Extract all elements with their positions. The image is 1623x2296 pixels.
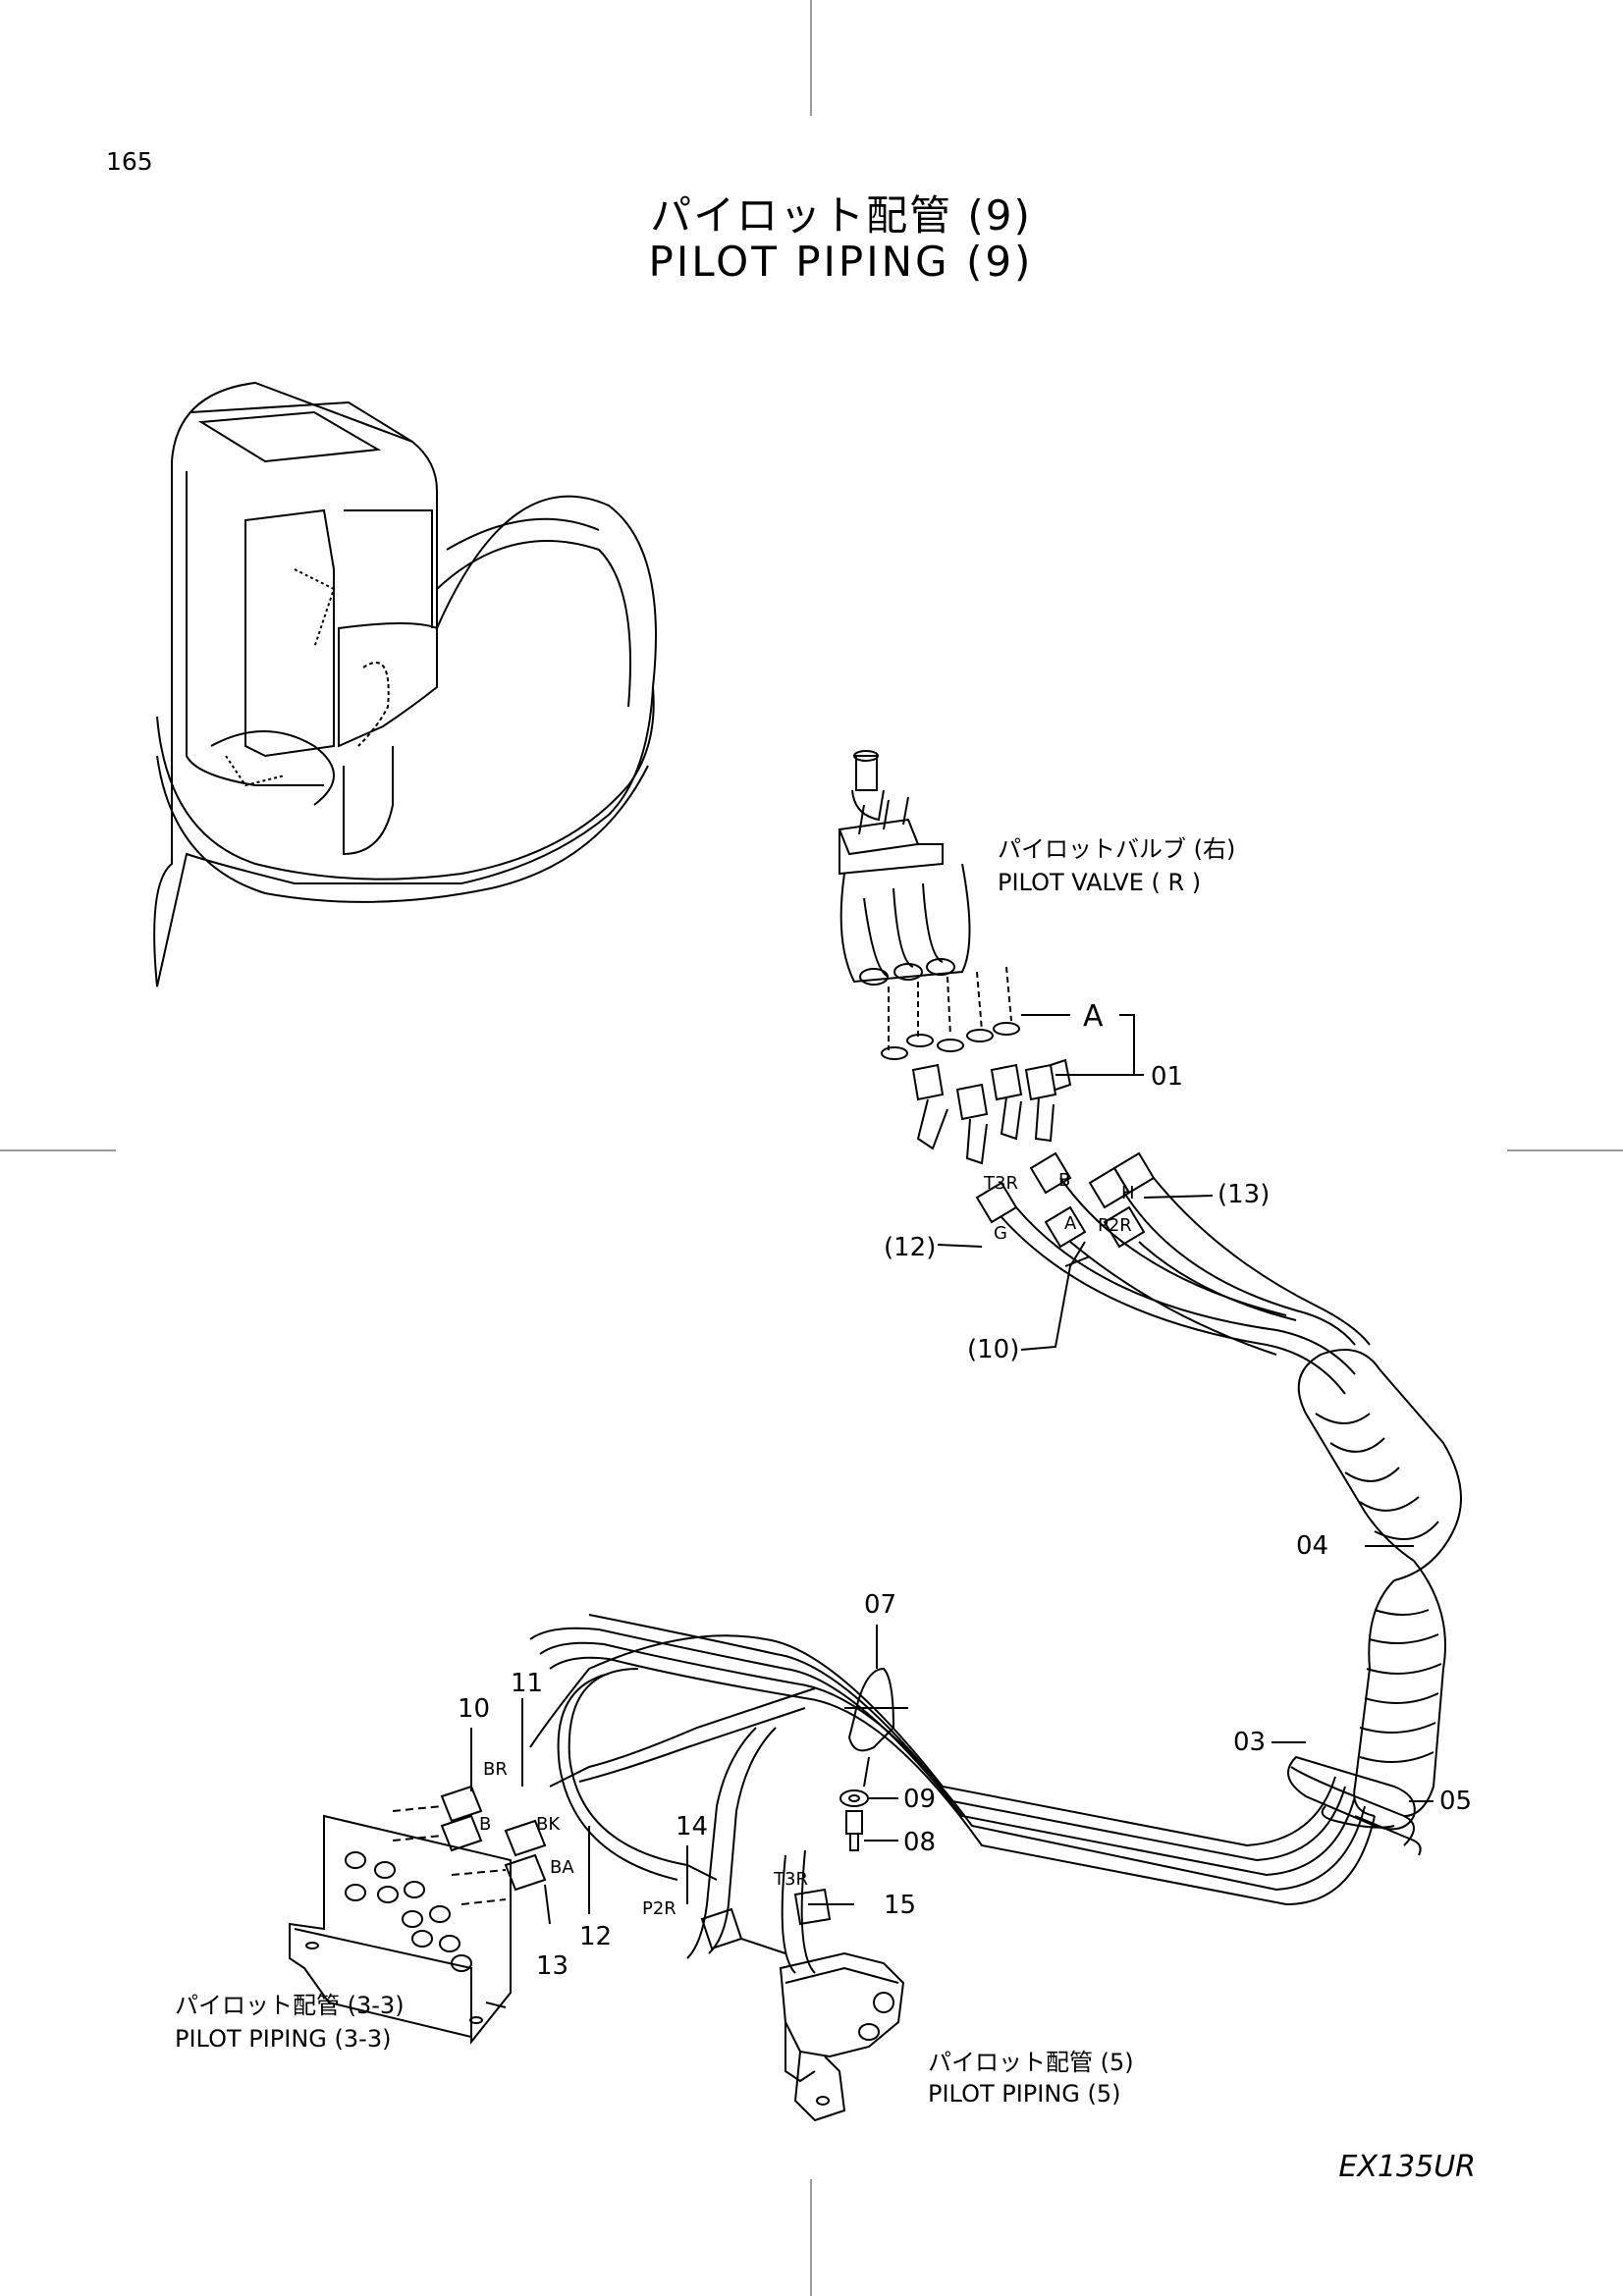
callout-10: 10 <box>458 1694 491 1724</box>
callout-05: 05 <box>1439 1787 1473 1816</box>
bracket-a-01 <box>1060 1014 1144 1076</box>
port-mark-bk: BK <box>536 1814 561 1835</box>
port-mark-br: BR <box>483 1759 508 1780</box>
pilot-valve-label-en: PILOT VALVE ( R ) <box>998 869 1202 896</box>
port-mark-t3r-lower: T3R <box>774 1869 808 1890</box>
hose-ends-upper <box>975 1151 1156 1249</box>
pilot-piping-33-label-en: PILOT PIPING (3-3) <box>175 2025 392 2053</box>
pilot-piping-5-label-jp: パイロット配管 (5) <box>928 2049 1134 2076</box>
callout-a: A <box>1083 999 1104 1034</box>
pilot-valve <box>838 750 971 986</box>
callout-13-paren: (13) <box>1217 1180 1271 1209</box>
mounting-plate <box>289 1814 512 2045</box>
page-title-jp: パイロット配管 (9) <box>650 191 1032 240</box>
port-mark-p2r-lower: P2R <box>642 1898 676 1919</box>
hose-ends-lower <box>392 1785 547 1905</box>
callout-11: 11 <box>511 1669 544 1698</box>
port-mark-h: H <box>1121 1183 1135 1203</box>
port-mark-ba: BA <box>550 1857 574 1878</box>
callout-07: 07 <box>864 1590 897 1620</box>
machine-overview <box>153 381 657 988</box>
pilot-valve-label-jp: パイロットバルブ (右) <box>998 835 1236 863</box>
callout-10-paren: (10) <box>967 1335 1020 1364</box>
callout-01: 01 <box>1151 1062 1184 1092</box>
callout-13: 13 <box>536 1951 569 1981</box>
port-mark-b: B <box>1058 1170 1071 1191</box>
callout-15: 15 <box>884 1891 917 1920</box>
page-title-en: PILOT PIPING (9) <box>648 238 1034 286</box>
callout-12-paren: (12) <box>884 1233 937 1262</box>
port-mark-p2r: P2R <box>1098 1215 1132 1236</box>
lower-valve <box>700 1888 905 2122</box>
pilot-piping-33-label-jp: パイロット配管 (3-3) <box>175 1992 405 2019</box>
port-mark-t3r: T3R <box>984 1173 1018 1194</box>
band-05 <box>1287 1755 1416 1831</box>
bolt-08 <box>845 1810 863 1851</box>
port-mark-a: A <box>1064 1213 1077 1234</box>
pilot-piping-5-label-en: PILOT PIPING (5) <box>928 2080 1121 2108</box>
callout-14: 14 <box>676 1812 709 1842</box>
valve-fittings <box>881 966 1134 1165</box>
washer-09 <box>839 1789 869 1807</box>
callout-12: 12 <box>579 1922 613 1951</box>
port-mark-g: G <box>994 1223 1007 1244</box>
port-mark-b2: B <box>479 1814 492 1835</box>
model-number: EX135UR <box>1338 2150 1476 2184</box>
callout-03: 03 <box>1233 1728 1267 1757</box>
callout-09: 09 <box>903 1785 937 1814</box>
callout-04: 04 <box>1296 1531 1329 1561</box>
callout-08: 08 <box>903 1828 937 1857</box>
hose-bundle <box>529 1177 1462 1974</box>
clamp-07 <box>844 1667 908 1788</box>
leader-lines <box>470 1195 1434 1925</box>
page-number: 165 <box>106 147 153 176</box>
